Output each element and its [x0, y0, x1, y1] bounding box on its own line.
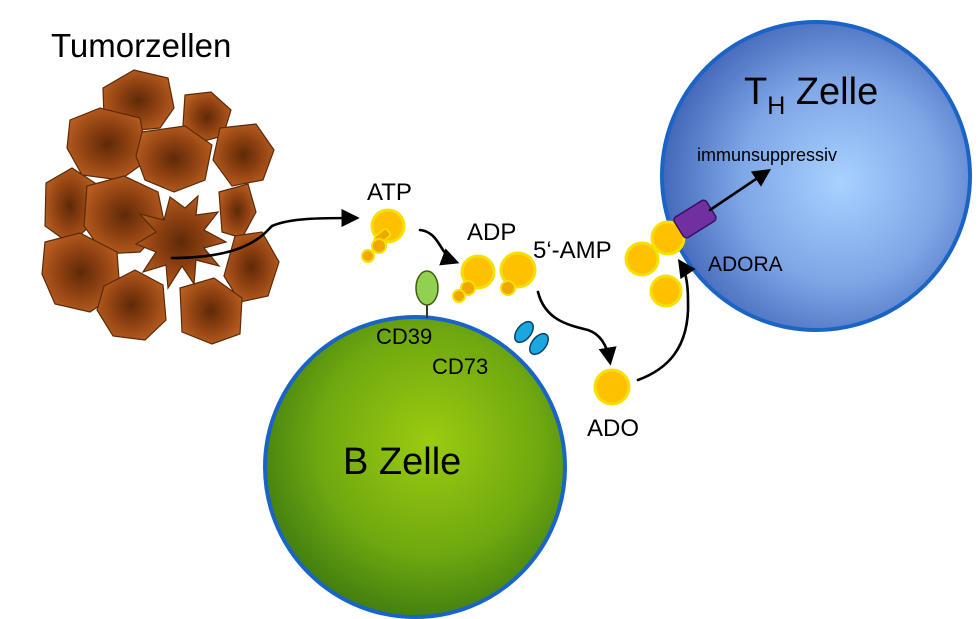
amp-to-ado-arrow — [536, 290, 617, 366]
tumor-cell — [212, 123, 275, 187]
atp-label: ATP — [367, 179, 412, 206]
ado-molecule — [593, 368, 631, 406]
adp-molecule — [452, 254, 496, 303]
immunosuppressive-label: immunsuppressiv — [697, 145, 837, 165]
tumor-cell — [96, 269, 167, 341]
ado-molecule — [650, 220, 686, 256]
tumor-cell — [135, 125, 213, 193]
release-arrow — [170, 208, 360, 260]
ado-molecule — [624, 241, 660, 277]
th-cell-label-t: T — [744, 71, 767, 113]
tumor-cell — [179, 277, 243, 345]
th-cell — [660, 20, 972, 332]
cd39-label: CD39 — [376, 324, 432, 349]
th-cell-label-subscript: H — [767, 92, 785, 120]
tumor-cell — [66, 107, 149, 181]
cd73-label: CD73 — [432, 354, 488, 379]
adora-label: ADORA — [708, 253, 783, 276]
th-cell-label: TH Zelle — [744, 71, 878, 120]
amp-label: 5‘-AMP — [533, 237, 612, 264]
ado-label: ADO — [587, 415, 639, 442]
th-cell-label-rest: Zelle — [785, 71, 878, 113]
b-cell — [263, 315, 567, 619]
atp-to-adp-arrow — [418, 228, 460, 266]
immunosuppressive-signal-arrow — [708, 168, 772, 212]
tumor-cluster — [41, 69, 280, 345]
tumor-cells-label: Tumorzellen — [51, 27, 231, 64]
cd39-enzyme — [415, 270, 439, 318]
tumor-cell — [218, 183, 257, 239]
b-cell-label: B Zelle — [343, 441, 461, 483]
dying-tumor-cell — [134, 194, 228, 290]
adp-molecule — [499, 251, 537, 296]
adp-label: ADP — [467, 219, 516, 246]
ado-to-receptor-arrow — [636, 258, 696, 382]
atp-molecule — [361, 208, 406, 263]
cd73-enzyme — [514, 320, 549, 356]
ado-molecule — [649, 274, 683, 308]
